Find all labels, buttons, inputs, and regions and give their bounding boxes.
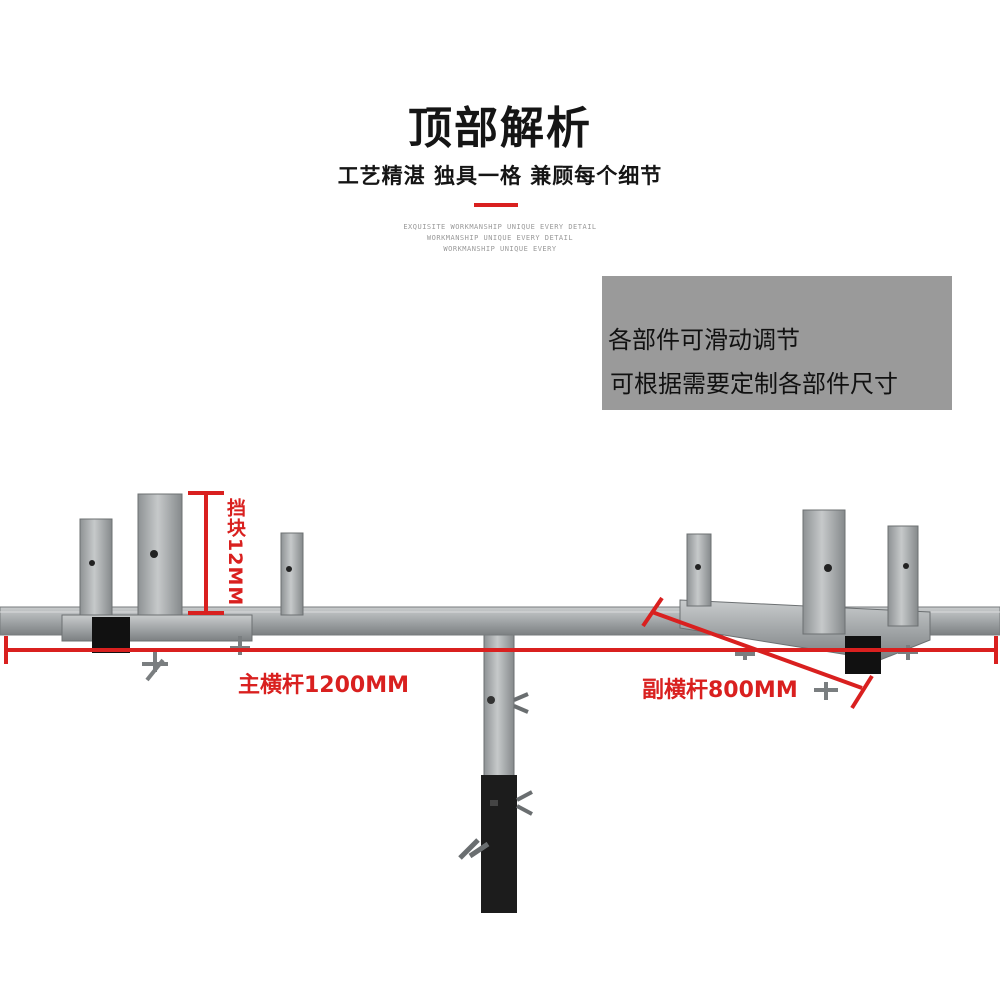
page-subtitle: 工艺精湛 独具一格 兼顾每个细节 <box>337 164 663 188</box>
info-line-adjustable: 各部件可滑动调节 <box>608 326 800 354</box>
title-accent-bar <box>474 203 518 207</box>
english-caption-line: EXQUISITE WORKMANSHIP UNIQUE EVERY DETAI… <box>403 223 597 231</box>
block-dimension-label: 挡块12MM <box>224 498 246 607</box>
info-box: 各部件可滑动调节 可根据需要定制各部件尺寸 <box>602 276 952 410</box>
right-bracket <box>679 509 931 700</box>
dimension-sub-bar <box>641 596 874 710</box>
dimension-main-bar <box>4 636 998 664</box>
sub-bar-dimension-label: 副横杆800MM <box>642 678 798 703</box>
main-bar-dimension-label: 主横杆1200MM <box>238 673 410 698</box>
english-caption-line: WORKMANSHIP UNIQUE EVERY <box>443 245 557 253</box>
page-title: 顶部解析 <box>408 103 592 154</box>
english-caption: EXQUISITE WORKMANSHIP UNIQUE EVERY DETAI… <box>0 222 1000 255</box>
rack-illustration <box>0 491 1000 913</box>
english-caption-line: WORKMANSHIP UNIQUE EVERY DETAIL <box>426 234 574 242</box>
left-bracket <box>61 493 304 682</box>
info-line-custom-size: 可根据需要定制各部件尺寸 <box>610 370 898 398</box>
stand-pole <box>458 631 533 913</box>
dimension-block <box>188 491 224 615</box>
